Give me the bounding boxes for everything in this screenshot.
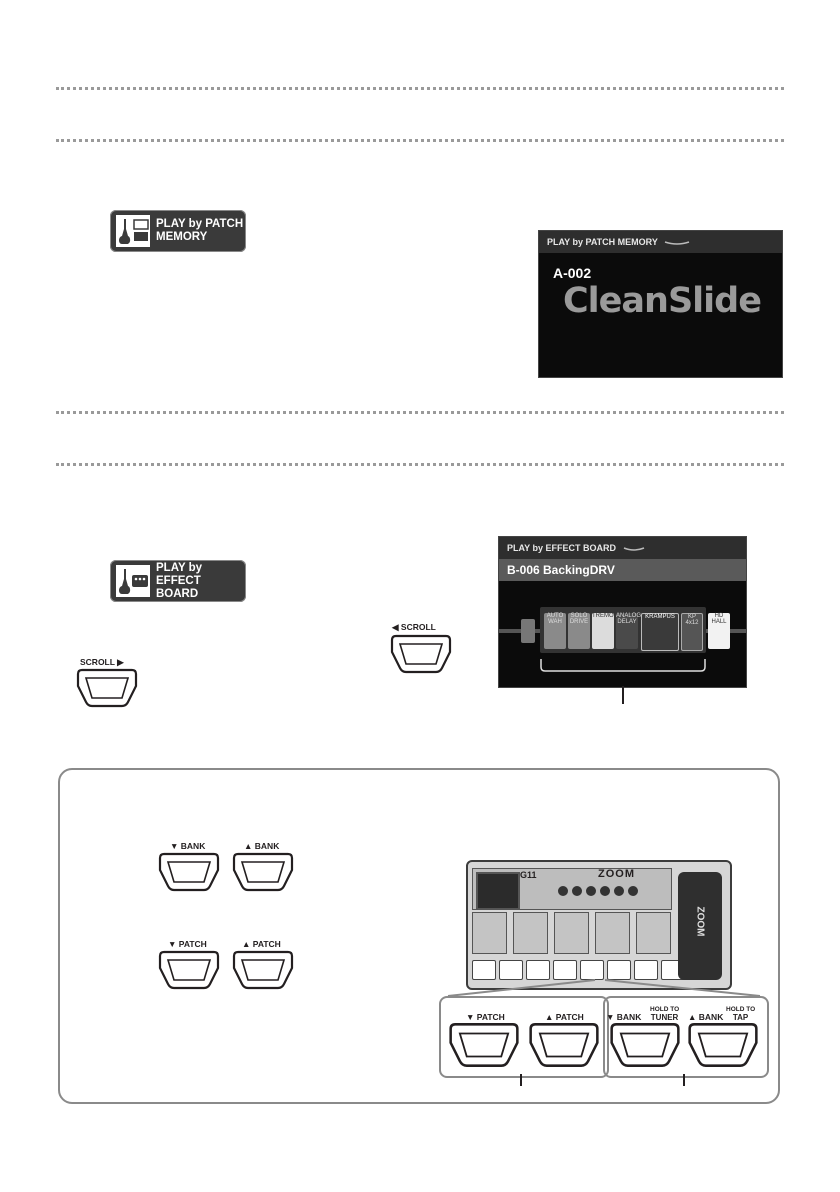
expression-pedal: ZOOM	[678, 872, 722, 980]
patch-number: A-002	[553, 265, 592, 281]
patch-up-label: ▲ PATCH	[242, 939, 281, 949]
effect-kp-4x12: KP 4x12	[681, 613, 703, 651]
patch-down-label: ▼ PATCH	[168, 939, 207, 949]
tuner-hold-label: HOLD TO TUNER	[650, 1006, 680, 1022]
guitar-board-icon	[116, 565, 150, 597]
bank-up-footswitch[interactable]	[230, 852, 296, 892]
divider-mid-1	[56, 411, 784, 414]
zoom-connector	[447, 979, 761, 997]
patch-group-leader	[520, 1074, 522, 1086]
play-by-patch-memory-badge: PLAY by PATCH MEMORY	[110, 210, 246, 252]
patch-memory-screen: PLAY by PATCH MEMORY A-002 CleanSlide	[538, 230, 783, 378]
scroll-left-footswitch[interactable]	[388, 634, 454, 674]
scroll-right-footswitch[interactable]	[74, 668, 140, 708]
screen-header-bar: PLAY by EFFECT BOARD	[499, 537, 746, 559]
screen-header: PLAY by PATCH MEMORY	[547, 237, 658, 247]
chevron-wave-icon	[623, 546, 644, 551]
effect-auto-wah: AUTO WAH	[544, 613, 566, 649]
divider-top-1	[56, 87, 784, 90]
effect-chain: AUTO WAH SOLO DRIVE TREMOLO ANALOG DELAY…	[499, 603, 746, 667]
zoom-bank-up-footswitch[interactable]	[685, 1022, 761, 1068]
divider-top-2	[56, 139, 784, 142]
patch-switch-group	[439, 996, 609, 1078]
g11-device: G11 ZOOM ZOOM	[466, 860, 732, 990]
arrow-left-icon: ◀	[392, 622, 399, 632]
guitar-patch-icon	[116, 215, 150, 247]
device-knobs	[558, 886, 638, 896]
callout-box	[58, 768, 780, 1104]
bank-down-label: ▼ BANK	[170, 841, 206, 851]
device-effect-units	[472, 912, 671, 954]
badge-label-line2: EFFECT BOARD	[156, 574, 201, 600]
pedal-logo: ZOOM	[694, 906, 706, 937]
scroll-left-label: ◀ SCROLL	[392, 622, 436, 632]
zoom-bank-up-label: ▲ BANK	[688, 1012, 724, 1022]
device-brand: ZOOM	[598, 868, 635, 880]
effect-board-screen: PLAY by EFFECT BOARD B-006 BackingDRV AU…	[498, 536, 747, 688]
patch-name: CleanSlide	[563, 281, 762, 321]
screen-header-bar: PLAY by PATCH MEMORY	[539, 231, 782, 253]
patch-down-footswitch[interactable]	[156, 950, 222, 990]
tap-hold-label: HOLD TO TAP	[726, 1006, 756, 1022]
device-display	[476, 872, 520, 910]
device-model: G11	[520, 870, 537, 880]
arrow-right-icon: ▶	[117, 657, 124, 667]
zoom-patch-up-label: ▲ PATCH	[545, 1012, 584, 1022]
badge-label-line1: PLAY by	[156, 561, 203, 574]
chevron-wave-icon	[664, 240, 690, 245]
screen-header: PLAY by EFFECT BOARD	[507, 543, 617, 553]
effect-krampus: KRAMPUS	[641, 613, 679, 651]
effect-tremolo: TREMOLO	[592, 613, 622, 649]
effect-hd-hall: HD HALL	[708, 613, 730, 649]
device-footswitch-row	[472, 960, 685, 980]
scroll-right-label: SCROLL ▶	[80, 657, 124, 667]
effect-solo-drive: SOLO DRIVE	[568, 613, 590, 649]
bank-switch-group	[603, 996, 769, 1078]
effect-bracket	[540, 659, 706, 672]
zoom-bank-down-footswitch[interactable]	[607, 1022, 683, 1068]
effect-analog-delay: ANALOG DELAY	[616, 613, 641, 649]
bank-down-footswitch[interactable]	[156, 852, 222, 892]
play-by-effect-board-badge: PLAY by EFFECT BOARD	[110, 560, 246, 602]
zoom-bank-down-label: ▼ BANK	[606, 1012, 642, 1022]
bank-up-label: ▲ BANK	[244, 841, 280, 851]
bank-group-leader	[683, 1074, 685, 1086]
zoom-patch-down-label: ▼ PATCH	[466, 1012, 505, 1022]
badge-label-line2: MEMORY	[156, 231, 208, 243]
pedal-block	[521, 619, 535, 643]
badge-label-line1: PLAY by PATCH	[156, 218, 244, 230]
patch-title: B-006 BackingDRV	[499, 559, 746, 581]
zoom-patch-down-footswitch[interactable]	[446, 1022, 522, 1068]
divider-mid-2	[56, 463, 784, 466]
effect-bracket-leader	[622, 686, 624, 704]
patch-up-footswitch[interactable]	[230, 950, 296, 990]
zoom-patch-up-footswitch[interactable]	[526, 1022, 602, 1068]
